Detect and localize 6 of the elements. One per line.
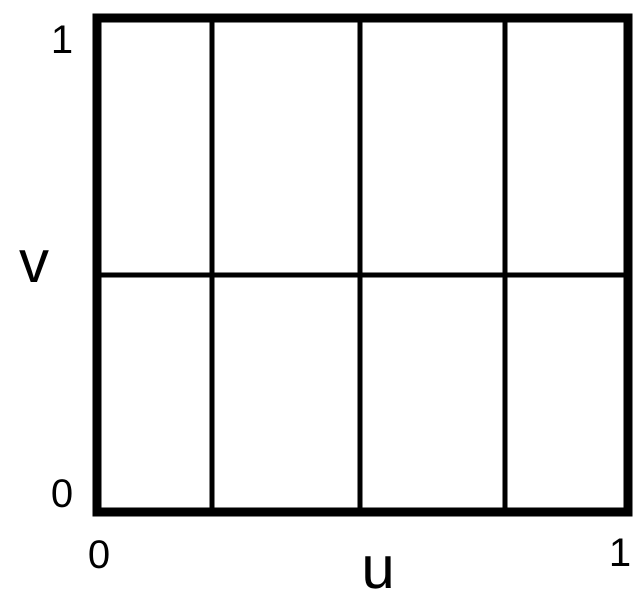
axis-label: 1 bbox=[50, 20, 74, 60]
axis-label: u bbox=[361, 538, 395, 598]
axis-label: v bbox=[19, 232, 49, 292]
axis-label: 0 bbox=[88, 535, 110, 575]
axis-label: 1 bbox=[608, 533, 632, 573]
axis-label: 0 bbox=[50, 474, 74, 514]
